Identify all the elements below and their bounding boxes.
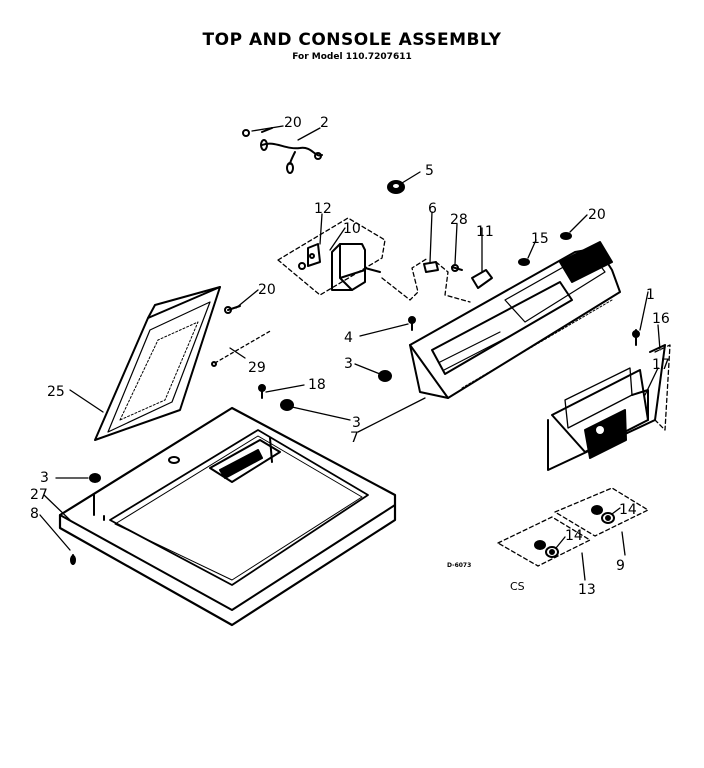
part-14-nut-left: [534, 540, 559, 558]
part-5-cap: [387, 180, 405, 194]
callout-20: 20: [258, 282, 276, 298]
callout-4: 4: [344, 330, 353, 346]
part-17-control-panel: [547, 344, 666, 471]
callout-28: 28: [450, 212, 468, 228]
part-2-wire-assembly: [260, 127, 323, 174]
callout-15: 15: [531, 231, 549, 247]
diagram-title: TOP AND CONSOLE ASSEMBLY: [202, 30, 502, 50]
part-8-screw: [70, 554, 76, 565]
callout-3: 3: [352, 415, 361, 431]
callout-1: 1: [646, 287, 655, 303]
callout-5: 5: [425, 163, 434, 179]
part-7-console: [409, 241, 621, 399]
part-6-clip: [423, 261, 439, 273]
callout-6: 6: [428, 201, 437, 217]
part-15-screw: [518, 258, 530, 266]
callout-2: 2: [320, 115, 329, 131]
part-9-nut-group: [554, 487, 649, 537]
part-20-screw-top: [242, 129, 250, 137]
dashed-panel-outline: [547, 344, 671, 471]
leader-lines: [39, 125, 661, 581]
part-28-screw: [451, 264, 463, 272]
callout-20: 20: [284, 115, 302, 131]
callout-16: 16: [652, 311, 670, 327]
callout-12: 12: [314, 201, 332, 217]
callout-11: 11: [476, 224, 494, 240]
callout-3: 3: [40, 470, 49, 486]
callout-3: 3: [344, 356, 353, 372]
section-code: CS: [510, 580, 525, 593]
part-3-nut-left: [89, 473, 101, 483]
dashed-group-outline: [277, 217, 471, 303]
part-13-nut-group: [497, 516, 591, 567]
callout-labels: 20 2 5 12 10 6 28 11 15 20 20 4 3 29 18 …: [30, 115, 670, 598]
part-29-rod: [211, 329, 273, 367]
callout-18: 18: [308, 377, 326, 393]
part-3-nut-middle: [378, 370, 392, 382]
part-4-screw: [408, 316, 416, 331]
callout-14: 14: [619, 502, 637, 518]
drawing-code: D-6073: [447, 562, 471, 569]
part-3-nut-top: [280, 399, 294, 411]
part-12-bracket: [298, 243, 321, 270]
callout-14: 14: [565, 528, 583, 544]
part-18-screw: [258, 384, 266, 399]
part-14-nut-right: [591, 505, 615, 524]
part-25-panel: [94, 286, 221, 441]
callout-20: 20: [588, 207, 606, 223]
model-subtitle: For Model 110.7207611: [292, 52, 412, 62]
callout-29: 29: [248, 360, 266, 376]
top-panel: [58, 406, 397, 627]
callout-27: 27: [30, 487, 48, 503]
callout-17: 17: [652, 357, 670, 373]
part-11-bracket: [471, 269, 493, 289]
part-20-screw-right: [560, 232, 572, 240]
callout-8: 8: [30, 506, 39, 522]
callout-13: 13: [578, 582, 596, 598]
callout-10: 10: [343, 221, 361, 237]
part-1-screw: [632, 329, 640, 346]
callout-7: 7: [350, 430, 359, 446]
callout-9: 9: [616, 558, 625, 574]
callout-25: 25: [47, 384, 65, 400]
